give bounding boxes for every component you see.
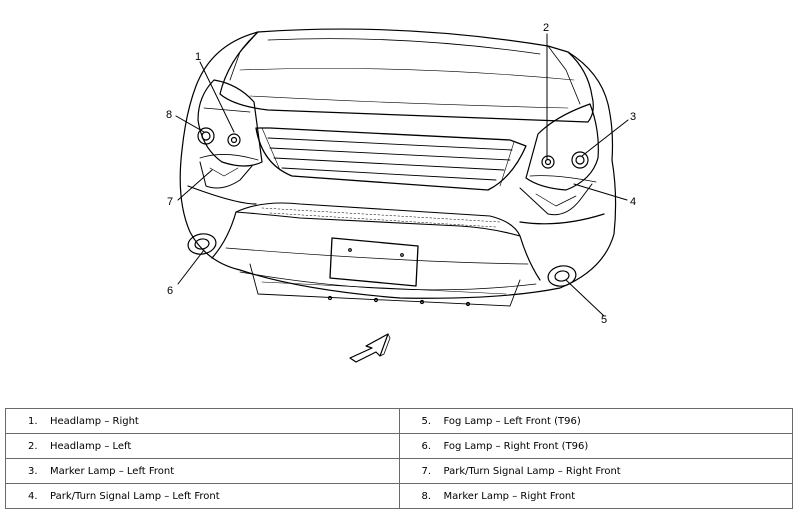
legend-label: Fog Lamp – Right Front (T96) (443, 440, 589, 452)
front-bumper (179, 149, 617, 307)
legend-label: Headlamp – Right (50, 415, 139, 427)
legend-number: 2. (28, 440, 38, 452)
hood (219, 28, 594, 123)
legend-row: 4. Park/Turn Signal Lamp – Left Front 8. M… (5, 483, 793, 509)
legend-label: Marker Lamp – Left Front (50, 465, 175, 477)
legend-cell: 1. Headlamp – Right (5, 408, 400, 434)
callout-1: 1 (195, 51, 201, 63)
callout-4: 4 (630, 196, 636, 208)
leader-lines (175, 33, 629, 317)
legend-label: Fog Lamp – Left Front (T96) (443, 415, 581, 427)
legend-number: 5. (421, 415, 432, 427)
callout-3: 3 (630, 111, 636, 123)
upper-grille (255, 127, 527, 191)
fog-lamp-right-front (187, 233, 217, 255)
legend-row: 3. Marker Lamp – Left Front 7. Park/Turn S… (5, 458, 793, 484)
parts-legend-table: 1. Headlamp – Right 5. Fog Lamp – Left Fro… (5, 408, 793, 509)
callout-6: 6 (167, 285, 173, 297)
legend-number: 7. (421, 465, 432, 477)
legend-label: Marker Lamp – Right Front (443, 490, 576, 502)
legend-row: 2. Headlamp – Left 6. Fog Lamp – Right Fro… (5, 433, 793, 459)
callout-2: 2 (543, 22, 549, 34)
fenders (181, 31, 614, 161)
legend-number: 4. (28, 490, 38, 502)
legend-label: Park/Turn Signal Lamp – Right Front (443, 465, 621, 477)
vehicle-front-diagram: 1 2 3 4 5 6 7 8 (166, 22, 636, 363)
legend-cell: 8. Marker Lamp – Right Front (398, 483, 793, 509)
legend-label: Headlamp – Left (50, 440, 132, 452)
legend-number: 6. (421, 440, 432, 452)
legend-cell: 3. Marker Lamp – Left Front (5, 458, 400, 484)
legend-row: 1. Headlamp – Right 5. Fog Lamp – Left Fro… (5, 408, 793, 434)
legend-cell: 5. Fog Lamp – Left Front (T96) (398, 408, 793, 434)
license-plate (329, 237, 419, 287)
legend-cell: 6. Fog Lamp – Right Front (T96) (398, 433, 793, 459)
legend-number: 3. (28, 465, 38, 477)
front-direction-arrow-icon (349, 333, 391, 363)
legend-cell: 2. Headlamp – Left (5, 433, 400, 459)
headlamp-right (197, 79, 263, 189)
callout-7: 7 (167, 196, 173, 208)
callout-5: 5 (601, 314, 607, 326)
legend-number: 1. (28, 415, 38, 427)
legend-label: Park/Turn Signal Lamp – Left Front (50, 490, 220, 502)
callout-8: 8 (166, 109, 172, 121)
legend-number: 8. (421, 490, 432, 502)
legend-cell: 7. Park/Turn Signal Lamp – Right Front (398, 458, 793, 484)
fog-lamp-left-front (547, 265, 577, 287)
legend-cell: 4. Park/Turn Signal Lamp – Left Front (5, 483, 400, 509)
